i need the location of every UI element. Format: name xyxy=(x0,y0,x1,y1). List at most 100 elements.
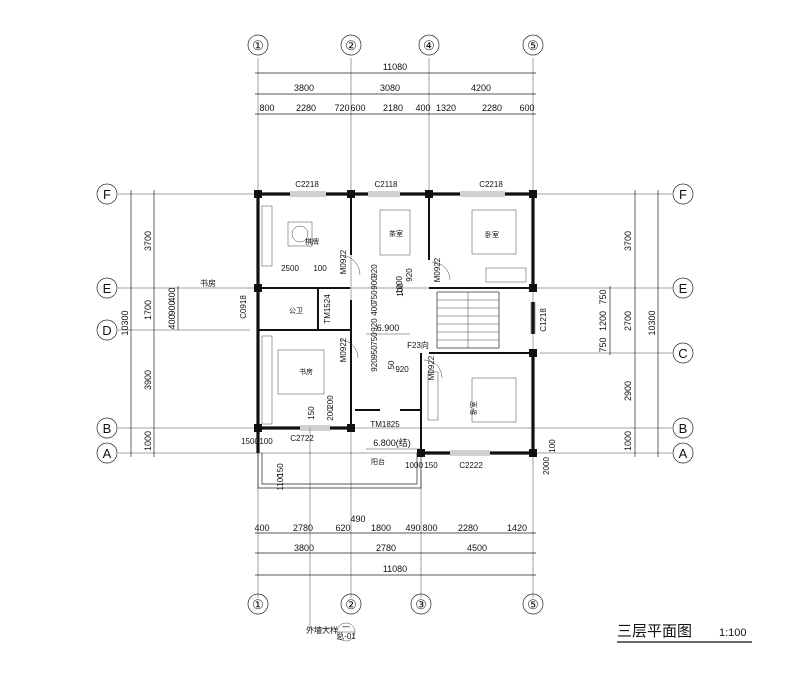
top-mid-dim-3: 4200 xyxy=(471,83,491,93)
axis-left-B: B xyxy=(103,421,112,436)
left-small-dim-3: 400 xyxy=(167,314,177,329)
axis-top-2: ② xyxy=(345,38,357,53)
bottom-mid-dim-3: 4500 xyxy=(467,543,487,553)
left-seg-dim-1: 3700 xyxy=(143,231,153,251)
window-label-c2222: C2222 xyxy=(459,461,483,470)
top-mid-dim-2: 3080 xyxy=(380,83,400,93)
door-label-tm1825: TM1825 xyxy=(370,420,400,429)
bottom-dimensions: 400 2780 620 490 1800 490 800 2280 1420 … xyxy=(254,514,536,576)
top-detail-dim-6: 400 xyxy=(415,103,430,113)
top-total-dim: 11080 xyxy=(383,62,407,72)
window-openings xyxy=(290,191,536,456)
axis-left-A: A xyxy=(103,446,112,461)
note-2500: 2500 xyxy=(281,264,299,273)
detail-ref-text: 外墙大样 xyxy=(306,625,338,635)
axis-right-C: C xyxy=(678,346,687,361)
window-label-c2218-b: C2218 xyxy=(479,180,503,189)
note-150-b: 150 xyxy=(424,461,438,470)
level-balcony: 6.800(结) xyxy=(373,437,411,448)
note-920-a: 920 xyxy=(395,365,409,374)
axis-bottom-3: ③ xyxy=(415,597,427,612)
top-dimensions: 11080 3800 3080 4200 800 2280 720 600 21… xyxy=(255,62,536,115)
axis-left-F: F xyxy=(103,187,111,202)
bottom-mid-dim-2: 2780 xyxy=(376,543,396,553)
note-150-c: 150 xyxy=(307,406,316,420)
axis-right-F: F xyxy=(679,187,687,202)
axis-bottom-2: ② xyxy=(345,597,357,612)
window-label-c2218-a: C2218 xyxy=(295,180,319,189)
door-label-m0922-a: M0922 xyxy=(339,249,348,274)
window-label-c2118: C2118 xyxy=(375,180,399,189)
room-tea: 茶室 xyxy=(389,229,403,238)
top-mid-dim-1: 3800 xyxy=(294,83,314,93)
left-seg-dim-3: 3900 xyxy=(143,370,153,390)
axis-bottom-1: ① xyxy=(252,597,264,612)
top-detail-dim-7: 1320 xyxy=(436,103,456,113)
title-block: 三层平面图 1:100 xyxy=(617,622,752,643)
misc-notes: 书房 F23向 2500 100 1000 150 1100 150 1500 … xyxy=(200,264,557,491)
bottom-mid-dim-1: 3800 xyxy=(294,543,314,553)
top-detail-dim-8: 2280 xyxy=(482,103,502,113)
left-small-dim-1: 400 xyxy=(167,287,177,302)
axis-left-E: E xyxy=(103,281,112,296)
note-920-b: 920 xyxy=(370,264,379,278)
axis-bubbles-top: ① ② ④ ⑤ xyxy=(247,34,544,56)
bottom-detail-dim-2: 2780 xyxy=(293,523,313,533)
axis-left-D: D xyxy=(102,323,111,338)
axis-top-4: ⑤ xyxy=(527,38,539,53)
axis-top-1: ① xyxy=(252,38,264,53)
axis-bottom-4: ⑤ xyxy=(527,597,539,612)
note-1500: 1500 xyxy=(241,437,259,446)
note-920-d: 920 xyxy=(370,318,379,332)
window-label-c0918: C0918 xyxy=(239,295,248,319)
note-920-e: 920 xyxy=(370,358,379,372)
bottom-detail-dim-4: 490 xyxy=(350,514,365,524)
door-label-m0922-b: M0922 xyxy=(433,257,442,282)
room-balcony: 阳台 xyxy=(371,457,385,466)
note-100-c: 100 xyxy=(548,439,557,453)
note-200-a: 200 xyxy=(326,395,335,409)
right-seg-dim-4: 1000 xyxy=(623,431,633,451)
detail-ref-top: 一 xyxy=(342,623,350,632)
note-100-b: 100 xyxy=(259,437,273,446)
right-small-dim-1: 750 xyxy=(598,289,608,304)
note-50: 50 xyxy=(387,360,396,369)
note-750-a: 750 xyxy=(370,290,379,304)
note-950: 950 xyxy=(370,345,379,359)
room-bedroom-b: 卧室 xyxy=(469,401,478,415)
note-100-d: 100 xyxy=(396,283,405,297)
right-seg-dim-2: 2700 xyxy=(623,311,633,331)
detail-ref-bottom: 总-01 xyxy=(336,631,356,641)
top-detail-dim-2: 2280 xyxy=(296,103,316,113)
top-detail-dim-9: 600 xyxy=(519,103,534,113)
axis-bubbles-left: F E D B A xyxy=(96,183,118,464)
room-study: 书房 xyxy=(299,367,313,376)
right-small-dim-3: 750 xyxy=(598,337,608,352)
left-dimensions: 10300 3700 1700 3900 1000 400 900 400 xyxy=(120,190,179,457)
note-750-b: 750 xyxy=(370,332,379,346)
door-label-tm1524: TM1524 xyxy=(323,294,332,324)
right-seg-dim-3: 2900 xyxy=(623,381,633,401)
top-detail-dim-5: 2180 xyxy=(383,103,403,113)
bottom-detail-dim-6: 490 xyxy=(405,523,420,533)
bottom-detail-dim-1: 400 xyxy=(254,523,269,533)
note-2000: 2000 xyxy=(542,457,551,475)
room-labels: 棋牌 茶室 卧室 公卫 书房 卧室 阳台 xyxy=(289,229,499,466)
right-small-dim-2: 1200 xyxy=(598,311,608,331)
note-920-c: 920 xyxy=(405,268,414,282)
axis-bubbles-right: F E C B A xyxy=(672,183,694,464)
note-1100: 1100 xyxy=(276,473,285,491)
note-f23: F23向 xyxy=(407,340,429,350)
top-detail-dim-1: 800 xyxy=(259,103,274,113)
detail-reference: 外墙大样 一 总-01 xyxy=(306,428,356,642)
axis-right-E: E xyxy=(679,281,688,296)
door-label-m0922-d: M0922 xyxy=(427,355,436,380)
top-detail-dim-4: 600 xyxy=(350,103,365,113)
note-1000: 1000 xyxy=(395,276,404,294)
axis-right-A: A xyxy=(679,446,688,461)
left-total-dim: 10300 xyxy=(120,310,130,335)
note-400: 400 xyxy=(370,302,379,316)
walls xyxy=(256,192,535,489)
